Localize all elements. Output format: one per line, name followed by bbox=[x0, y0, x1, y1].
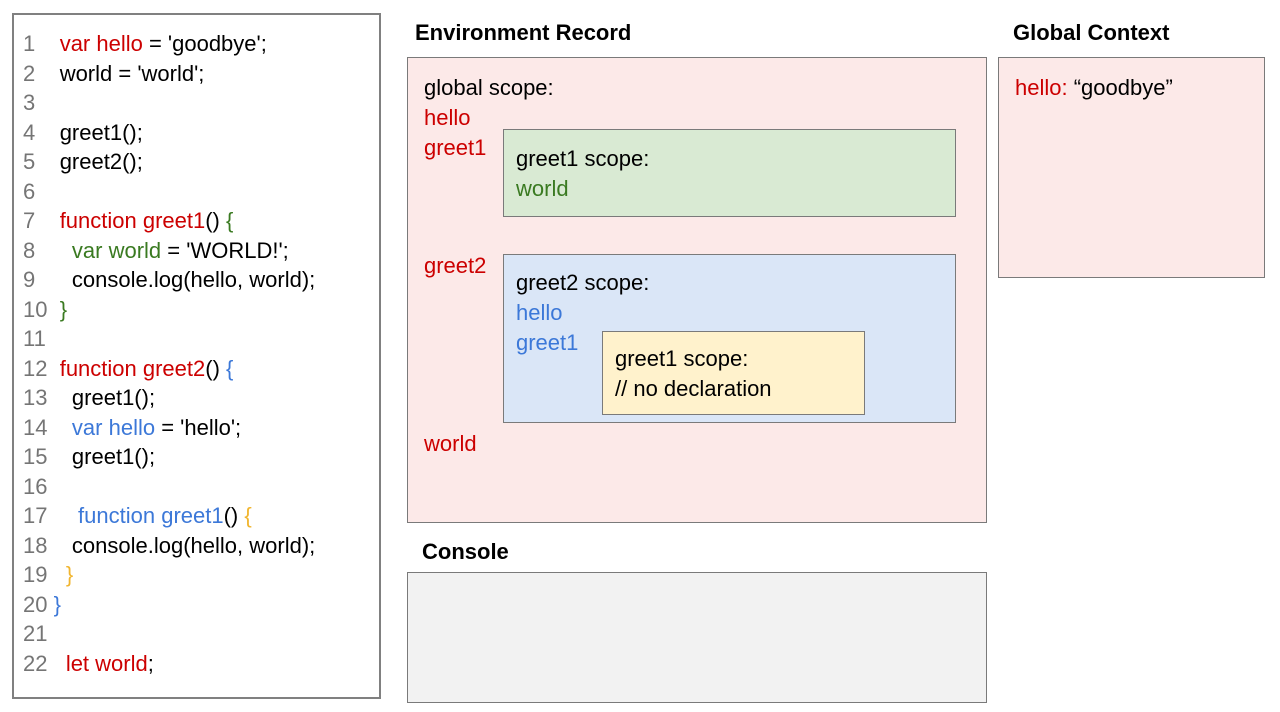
code-line: 3 bbox=[23, 90, 36, 115]
greet2-var-greet1: greet1 bbox=[516, 330, 579, 355]
code-line: 10 } bbox=[23, 296, 68, 322]
code-line: 1 var hello = 'goodbye'; bbox=[23, 31, 267, 56]
greet2-scope-box: greet2 scope: hello greet1 greet1 scope:… bbox=[503, 254, 956, 423]
code-lines: 1 var hello = 'goodbye'; 2 world = 'world… bbox=[23, 29, 379, 678]
inner-greet1-scope-comment: // no declaration bbox=[615, 376, 772, 401]
global-context-entry-key: hello: bbox=[1015, 75, 1068, 100]
greet1-scope-box: greet1 scope: world bbox=[503, 129, 956, 217]
greet2-var-hello: hello bbox=[516, 300, 563, 325]
greet1-var-world: world bbox=[516, 176, 569, 201]
code-line: 2 world = 'world'; bbox=[23, 60, 205, 86]
global-var-world: world bbox=[424, 431, 477, 456]
environment-record-box: global scope: hello greet1 greet2 world … bbox=[407, 57, 987, 523]
code-line: 18 console.log(hello, world); bbox=[23, 532, 316, 558]
code-line: 7 function greet1() { bbox=[23, 208, 234, 233]
code-line: 8 var world = 'WORLD!'; bbox=[23, 237, 289, 263]
code-line: 13 greet1(); bbox=[23, 385, 156, 410]
inner-greet1-scope-box: greet1 scope: // no declaration bbox=[602, 331, 865, 415]
code-line: 5 greet2(); bbox=[23, 149, 143, 174]
greet2-scope-heading: greet2 scope: bbox=[516, 270, 650, 295]
code-line: 9 console.log(hello, world); bbox=[23, 267, 316, 292]
global-context-box: hello: “goodbye” bbox=[998, 57, 1265, 278]
code-line: 15 greet1(); bbox=[23, 444, 156, 469]
global-context-title: Global Context bbox=[1013, 20, 1170, 45]
code-line: 12 function greet2() { bbox=[23, 355, 234, 381]
global-context-entry: hello: “goodbye” bbox=[1015, 73, 1254, 103]
code-line: 6 bbox=[23, 178, 36, 204]
code-line: 22 let world; bbox=[23, 650, 154, 676]
environment-record-title: Environment Record bbox=[415, 20, 632, 45]
code-line: 16 bbox=[23, 473, 48, 499]
code-line: 21 bbox=[23, 621, 48, 646]
code-line: 19 } bbox=[23, 562, 74, 587]
global-var-greet1: greet1 bbox=[424, 135, 487, 160]
global-var-hello: hello bbox=[424, 105, 471, 130]
global-scope-heading: global scope: bbox=[424, 75, 554, 100]
code-panel: 1 var hello = 'goodbye'; 2 world = 'world… bbox=[12, 13, 381, 699]
global-context-entry-value: “goodbye” bbox=[1073, 75, 1173, 100]
code-line: 11 bbox=[23, 326, 46, 351]
greet1-scope-heading: greet1 scope: bbox=[516, 146, 650, 171]
console-title: Console bbox=[422, 539, 509, 564]
code-line: 20 } bbox=[23, 591, 61, 617]
global-var-greet2: greet2 bbox=[424, 253, 487, 278]
console-output-box bbox=[407, 572, 987, 703]
code-line: 4 greet1(); bbox=[23, 119, 143, 145]
inner-greet1-scope-heading: greet1 scope: bbox=[615, 346, 749, 371]
code-line: 14 var hello = 'hello'; bbox=[23, 414, 242, 440]
code-line: 17 function greet1() { bbox=[23, 503, 252, 528]
